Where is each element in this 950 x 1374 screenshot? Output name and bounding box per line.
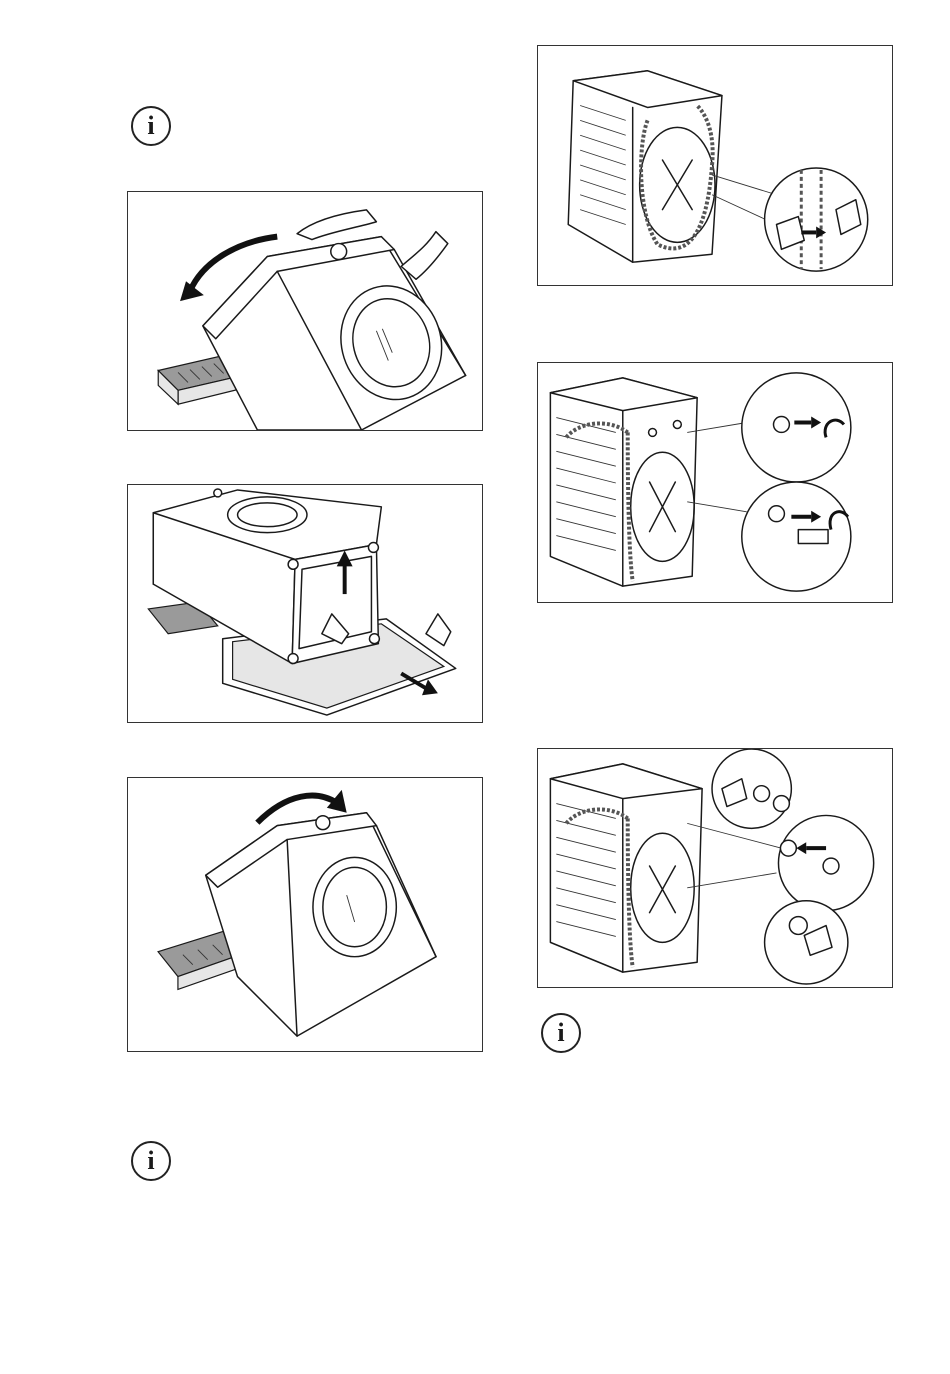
- washing-machine-tilt-upright-illustration: [128, 778, 482, 1051]
- washing-machine-plastic-caps-illustration: [538, 749, 892, 987]
- info-icon-1: i: [131, 106, 171, 146]
- figure-tilt-back: [127, 191, 483, 431]
- info-icon-2: i: [131, 1141, 171, 1181]
- figure-insert-caps: [537, 748, 893, 988]
- figure-remove-bolts: [537, 362, 893, 603]
- washing-machine-transit-bolts-illustration: [538, 363, 892, 602]
- washing-machine-tilt-back-illustration: [128, 192, 482, 430]
- washing-machine-rear-hose-clamp-illustration: [538, 46, 892, 285]
- figure-tilt-upright: [127, 777, 483, 1052]
- washing-machine-remove-base-illustration: [128, 485, 482, 722]
- info-icon-3: i: [541, 1013, 581, 1053]
- figure-hose-clamp: [537, 45, 893, 286]
- figure-remove-base: [127, 484, 483, 723]
